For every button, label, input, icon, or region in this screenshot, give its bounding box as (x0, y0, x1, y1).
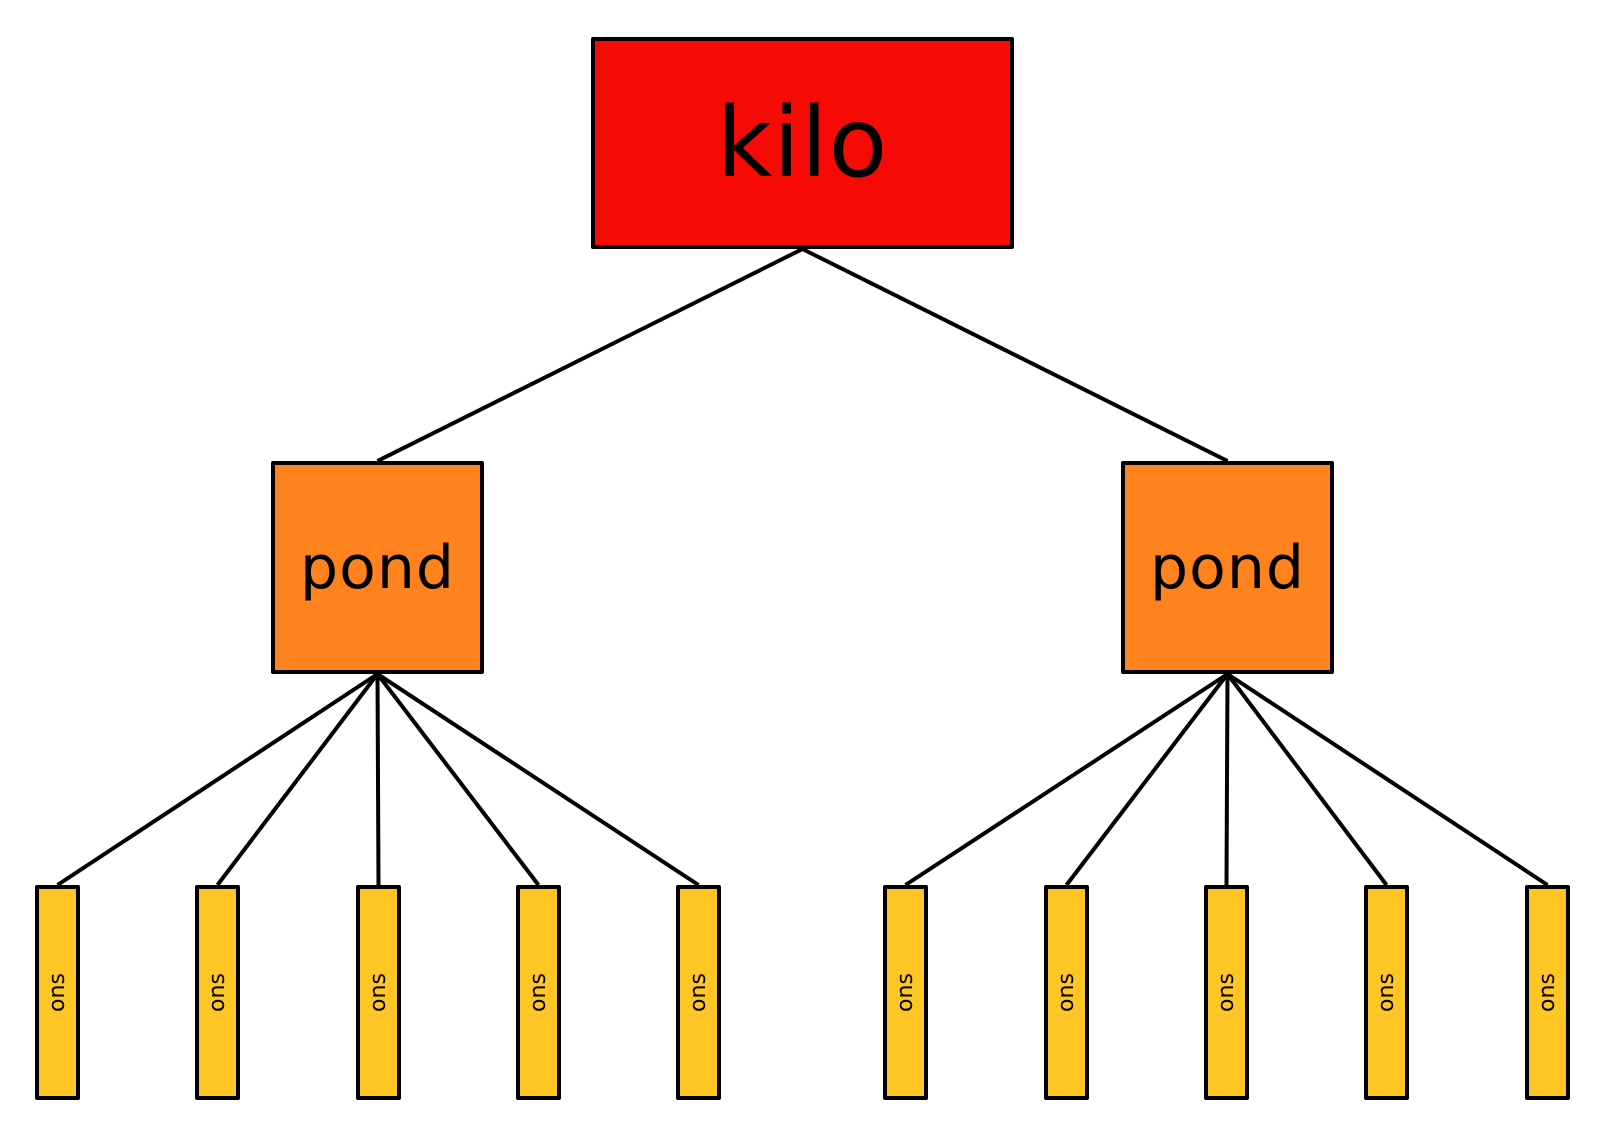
mid-node-label: pond (1150, 532, 1305, 603)
mid-node-pond-right[interactable]: pond (1121, 461, 1334, 674)
leaf-node-label: ons (366, 973, 391, 1012)
edge-root-to-pond (376, 247, 804, 463)
edge-pond-to-ons (375, 672, 541, 887)
leaf-node-label: ons (205, 973, 230, 1012)
leaf-node[interactable]: ons (676, 885, 721, 1100)
root-node-label: kilo (716, 87, 889, 199)
edge-root-to-pond (801, 247, 1229, 463)
edge-pond-to-ons (904, 672, 1229, 887)
leaf-node[interactable]: ons (356, 885, 401, 1100)
mid-node-label: pond (300, 532, 455, 603)
leaf-node-label: ons (45, 973, 70, 1012)
leaf-node-label: ons (686, 973, 711, 1012)
edge-pond-to-ons (1224, 673, 1230, 886)
leaf-node[interactable]: ons (1044, 885, 1089, 1100)
leaf-node[interactable]: ons (883, 885, 928, 1100)
leaf-node-label: ons (1054, 973, 1079, 1012)
root-node-kilo[interactable]: kilo (591, 37, 1014, 249)
edge-pond-to-ons (1064, 672, 1230, 887)
leaf-node[interactable]: ons (195, 885, 240, 1100)
edge-pond-to-ons (56, 672, 379, 887)
leaf-node-label: ons (1535, 973, 1560, 1012)
edge-pond-to-ons (375, 673, 381, 886)
edge-pond-to-ons (1225, 672, 1389, 887)
edge-pond-to-ons (1226, 672, 1549, 887)
leaf-node-label: ons (526, 973, 551, 1012)
leaf-node[interactable]: ons (35, 885, 80, 1100)
edge-pond-to-ons (376, 672, 700, 887)
leaf-node[interactable]: ons (516, 885, 561, 1100)
leaf-node[interactable]: ons (1525, 885, 1570, 1100)
leaf-node-label: ons (1214, 973, 1239, 1012)
mid-node-pond-left[interactable]: pond (271, 461, 484, 674)
leaf-node[interactable]: ons (1204, 885, 1249, 1100)
leaf-node[interactable]: ons (1364, 885, 1409, 1100)
leaf-node-label: ons (893, 973, 918, 1012)
leaf-node-label: ons (1374, 973, 1399, 1012)
edge-pond-to-ons (215, 672, 380, 887)
